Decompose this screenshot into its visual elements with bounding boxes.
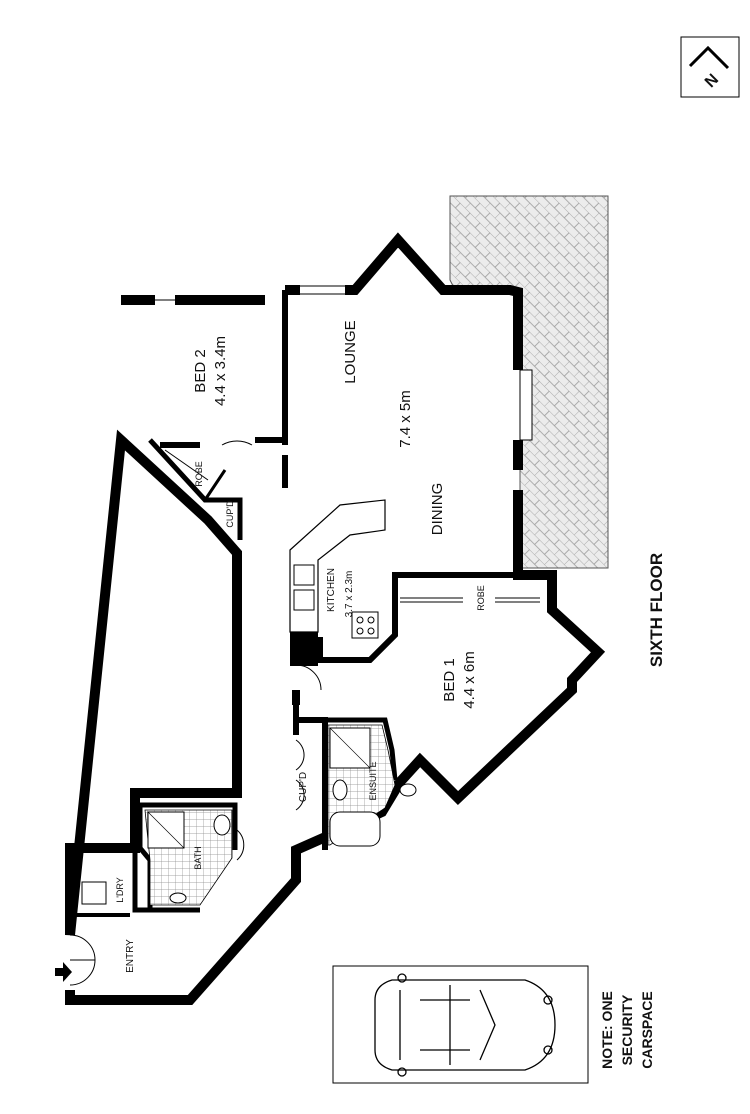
north-compass: N: [680, 36, 740, 98]
sink-icon: [293, 564, 315, 586]
bed1-robe-label: ROBE: [476, 585, 486, 611]
lounge-label: LOUNGE: [342, 320, 359, 383]
carspace: [332, 965, 589, 1084]
bed2-label: BED 2: [192, 349, 209, 392]
bed1-size: 4.4 x 6m: [461, 651, 478, 709]
carspace-frame: [332, 965, 589, 1084]
entry-arrow-icon: [55, 962, 72, 982]
laundry-label: L'DRY: [115, 877, 125, 903]
toilet-icon: [213, 814, 231, 836]
bed2-size: 4.4 x 3.4m: [212, 336, 229, 406]
bed1-label: BED 1: [441, 658, 458, 701]
bath-label: BATH: [193, 846, 203, 869]
entry-label: ENTRY: [125, 939, 136, 973]
sink-icon: [293, 589, 315, 611]
walls: [65, 232, 606, 1005]
living-size: 7.4 x 5m: [397, 390, 414, 448]
floor-title: SIXTH FLOOR: [647, 553, 666, 667]
bed2-robe: [164, 449, 209, 481]
cooktop-icon: [351, 611, 379, 639]
ensuite-area: [327, 724, 417, 847]
kitchen-label: KITCHEN: [326, 568, 337, 612]
note-line-3: CARSPACE: [639, 991, 655, 1069]
north-arrow-icon: [688, 45, 730, 70]
doors: [69, 440, 322, 986]
laundry-tub-icon: [81, 881, 107, 905]
bed2-robe-label: ROBE: [194, 461, 204, 487]
bath-area: [144, 809, 233, 906]
bathtub-icon: [329, 811, 381, 847]
ensuite-label: ENSUITE: [368, 761, 378, 800]
kitchen-bench: [289, 499, 386, 639]
toilet-icon: [332, 779, 348, 801]
dining-label: DINING: [429, 483, 446, 536]
compass-frame: [680, 36, 740, 98]
kitchen-size: 3.7 x 2.3m: [344, 571, 355, 618]
car-icon: [374, 973, 556, 1077]
basin-icon: [399, 783, 417, 797]
basin-icon: [169, 892, 187, 904]
hall-cupd-label: CUP'D: [298, 772, 309, 802]
bed2-cupd-label: CUP'D: [225, 500, 235, 528]
note-line-2: SECURITY: [619, 994, 635, 1065]
note-line-1: NOTE: ONE: [599, 991, 615, 1069]
